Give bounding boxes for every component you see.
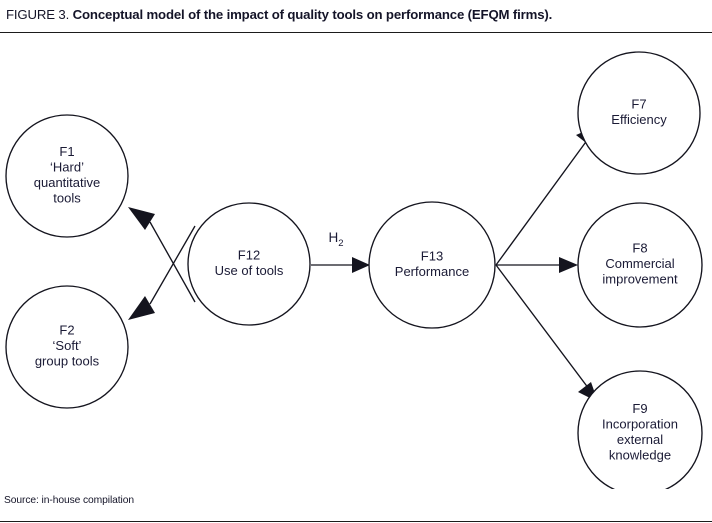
edge-line-f12-f1: [149, 221, 196, 303]
node-label-line: Performance: [395, 264, 469, 279]
node-circle-f2[interactable]: [5, 285, 129, 409]
arrow-head-f13: [352, 257, 370, 273]
figure-title: FIGURE 3. Conceptual model of the impact…: [6, 6, 706, 24]
node-label-line: Efficiency: [611, 112, 667, 127]
hypothesis-base: H: [328, 230, 338, 245]
arrow-head-f8: [559, 257, 578, 273]
node-label-line: F2: [59, 323, 74, 338]
edge-f12-to-f1: [128, 207, 196, 303]
node-label-line: F9: [632, 401, 647, 416]
arrow-head-f2: [128, 296, 155, 320]
hypothesis-subscript: 2: [338, 238, 343, 249]
node-label-line: ‘Hard’: [50, 160, 84, 175]
node-f2[interactable]: F2‘Soft’group tools: [5, 285, 129, 409]
node-label-line: tools: [53, 191, 81, 206]
node-label-line: knowledge: [609, 448, 671, 463]
figure-number: FIGURE 3.: [6, 7, 70, 22]
source-note: Source: in-house compilation: [4, 495, 134, 506]
node-label-line: F13: [421, 249, 443, 264]
edge-f13-to-f8: [496, 257, 578, 273]
node-label-line: F8: [632, 241, 647, 256]
edge-f12-to-f2: [128, 225, 196, 320]
node-label-line: F7: [631, 97, 646, 112]
node-label-line: external: [617, 432, 663, 447]
hypothesis-label-h2: H2: [328, 230, 343, 249]
arrow-head-f1: [128, 207, 155, 230]
edge-line-f13-f9: [495, 264, 590, 390]
bottom-divider: [0, 521, 712, 523]
node-label-line: Commercial: [605, 256, 674, 271]
figure-caption: Conceptual model of the impact of qualit…: [72, 7, 553, 22]
node-label-line: Incorporation: [602, 417, 678, 432]
node-label-line: F12: [238, 248, 260, 263]
node-label-line: group tools: [35, 354, 100, 369]
node-circle-f13[interactable]: [368, 201, 496, 329]
edge-line-f13-f7: [495, 138, 589, 266]
node-label-line: F1: [59, 144, 74, 159]
node-label-line: ‘Soft’: [53, 338, 82, 353]
node-label-line: quantitative: [34, 175, 101, 190]
node-circle-f9[interactable]: [577, 370, 703, 489]
node-circle-f7[interactable]: [577, 51, 701, 175]
node-label-line: Use of tools: [215, 263, 284, 278]
node-label-line: improvement: [602, 272, 678, 287]
node-circle-f8[interactable]: [577, 202, 703, 328]
node-circle-f12[interactable]: [187, 202, 311, 326]
node-circle-f1[interactable]: [5, 114, 129, 238]
node-label-f2: F2‘Soft’group tools: [35, 323, 100, 369]
title-divider: [0, 32, 712, 34]
edge-f12-to-f13: H2: [311, 230, 370, 273]
edge-line-f12-f2: [149, 225, 196, 305]
